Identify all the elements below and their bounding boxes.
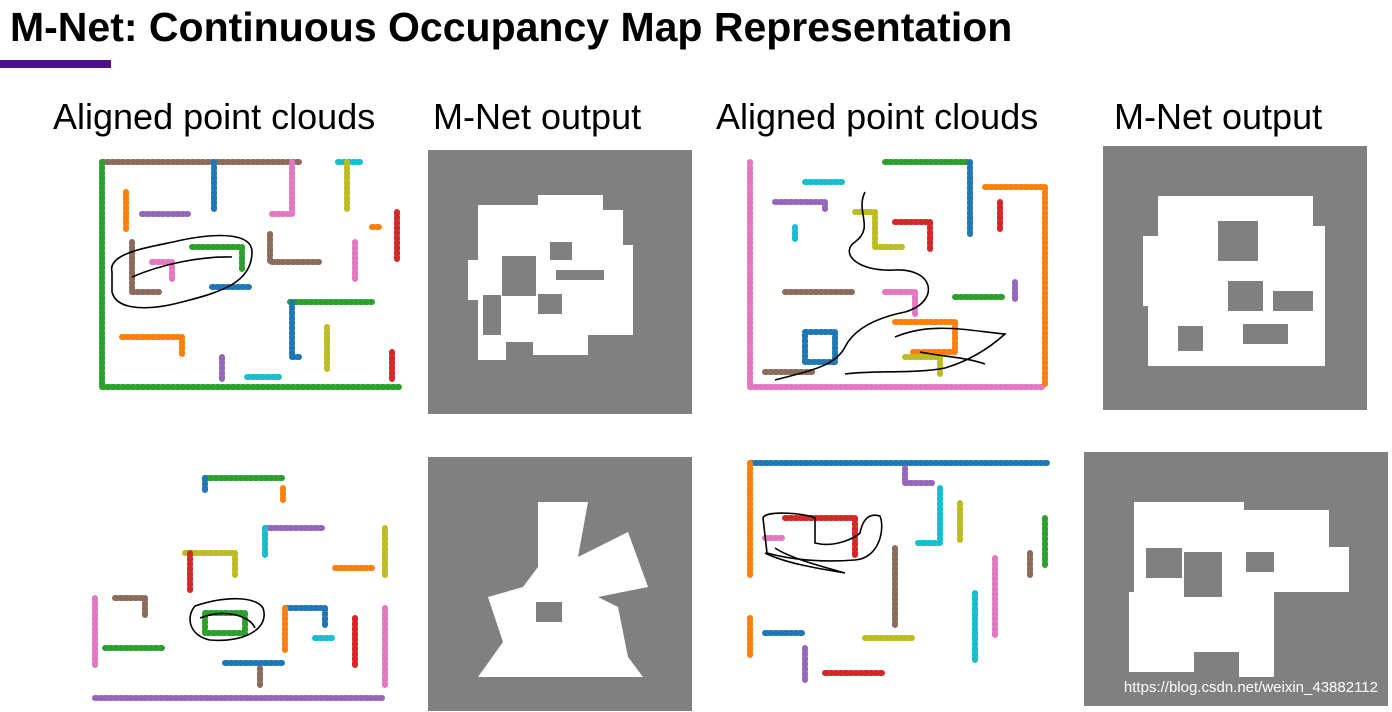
pointcloud-walls <box>92 475 388 701</box>
pointcloud-wall-segment <box>892 319 958 355</box>
pointcloud-top-right-svg <box>747 159 1048 390</box>
pointcloud-wall-segment <box>782 515 858 561</box>
robot-trajectory <box>762 512 883 562</box>
mnet-map-top-left-svg <box>428 150 692 414</box>
robot-trajectory <box>844 327 1007 375</box>
pointcloud-wall-segment <box>267 159 295 217</box>
pointcloud-wall-segment <box>282 605 328 631</box>
title-accent-bar <box>0 60 111 68</box>
pointcloud-wall-segment <box>747 159 1048 390</box>
pointcloud-wall-segment <box>182 550 238 581</box>
mnet-map-top-right <box>1103 146 1367 410</box>
pointcloud-wall-segment <box>189 244 245 275</box>
pointcloud-wall-segment <box>112 595 148 621</box>
pointcloud-wall-segment <box>149 259 175 285</box>
robot-trajectory <box>189 597 265 642</box>
mnet-map-top-right-svg <box>1103 146 1367 410</box>
mnet-map-bottom-right: https://blog.csdn.net/weixin_43882112 <box>1084 452 1388 706</box>
pointcloud-wall-segment <box>202 610 248 636</box>
header-mnet-output-right: M-Net output <box>1114 96 1323 137</box>
pointcloud-top-left-svg <box>99 159 405 390</box>
pointcloud-wall-segment <box>892 219 933 255</box>
slide-title: M-Net: Continuous Occupancy Map Represen… <box>10 4 1013 50</box>
pointcloud-wall-segment <box>119 334 185 360</box>
pointcloud-wall-segment <box>982 184 1048 390</box>
pointcloud-wall-segment <box>129 239 165 295</box>
pointcloud-wall-segment <box>802 329 838 365</box>
pointcloud-wall-segment <box>772 199 828 215</box>
pointcloud-bottom-right <box>745 458 1055 696</box>
watermark-text: https://blog.csdn.net/weixin_43882112 <box>1123 679 1378 696</box>
pointcloud-walls <box>99 159 405 390</box>
pointcloud-top-right <box>745 152 1051 392</box>
robot-trajectory <box>199 612 256 629</box>
pointcloud-walls <box>747 159 1048 390</box>
pointcloud-wall-segment <box>902 354 943 380</box>
mnet-map-bottom-left-svg <box>428 457 692 711</box>
pointcloud-bottom-right-svg <box>747 460 1053 686</box>
pointcloud-walls <box>747 460 1053 686</box>
pointcloud-wall-segment <box>99 159 405 390</box>
pointcloud-bottom-left <box>85 468 401 706</box>
robot-trajectory <box>919 351 986 365</box>
robot-trajectory <box>111 234 253 309</box>
pointcloud-wall-segment <box>852 209 908 250</box>
mnet-map-bottom-left <box>428 457 692 711</box>
robot-trajectory <box>774 191 930 381</box>
pointcloud-wall-segment <box>289 299 305 360</box>
pointcloud-wall-segment <box>267 231 325 265</box>
pointcloud-wall-segment <box>902 465 938 486</box>
mnet-map-top-left <box>428 150 692 414</box>
mnet-map-bottom-right-svg <box>1084 452 1388 706</box>
header-mnet-output-left: M-Net output <box>433 96 642 137</box>
header-aligned-point-clouds-left: Aligned point clouds <box>53 96 376 137</box>
pointcloud-top-left <box>92 152 408 392</box>
pointcloud-bottom-left-svg <box>92 475 388 701</box>
robot-trajectory <box>764 547 846 574</box>
robot-trajectory <box>131 256 233 278</box>
header-aligned-point-clouds-right: Aligned point clouds <box>716 96 1039 137</box>
pointcloud-wall-segment <box>912 485 943 546</box>
